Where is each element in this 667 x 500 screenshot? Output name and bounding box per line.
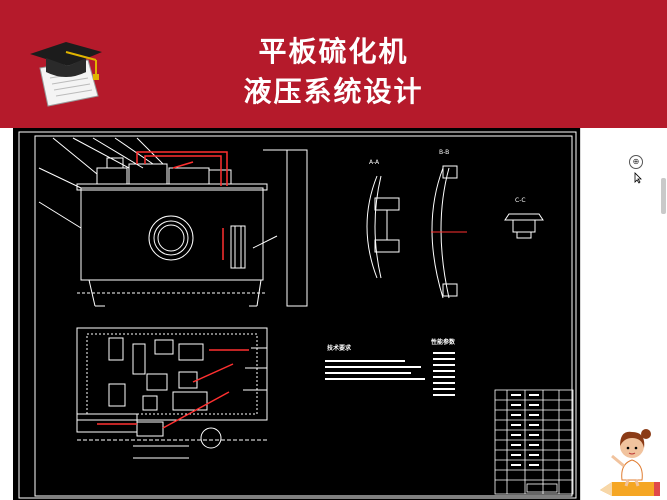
header-banner xyxy=(0,0,667,128)
section-aa-view xyxy=(366,175,400,279)
arrow-cursor-icon xyxy=(634,172,642,184)
section-cc-view xyxy=(504,213,544,239)
page-title-line1: 平板硫化机 xyxy=(258,35,409,68)
parts-list-text xyxy=(511,394,539,466)
performance-params-lines xyxy=(433,352,455,396)
page-title-line2: 液压系统设计 xyxy=(243,75,424,108)
section-cc-label: C-C xyxy=(515,197,526,204)
front-view-hydraulic-station xyxy=(38,137,308,307)
zoom-icon[interactable]: ⊕ xyxy=(629,155,643,169)
girl-mascot-icon xyxy=(600,429,660,496)
drawing-frame xyxy=(18,131,577,499)
performance-params-title: 性能参数 xyxy=(430,338,456,346)
section-aa-label: A-A xyxy=(369,159,380,166)
front-view-pipes xyxy=(136,151,228,260)
top-view-pipes xyxy=(97,349,249,429)
section-bb-label: B-B xyxy=(439,149,449,156)
top-view-hydraulic-station xyxy=(76,327,268,459)
tech-requirements-lines xyxy=(325,360,425,380)
parts-list-table xyxy=(494,389,574,495)
tech-requirements-title: 技术要求 xyxy=(327,344,352,352)
vertical-scrollbar[interactable] xyxy=(661,178,666,214)
graduation-cap-icon xyxy=(30,42,102,107)
cad-drawing-canvas[interactable]: A-A B-B C-C 技术要求 性能参数 xyxy=(13,128,580,500)
